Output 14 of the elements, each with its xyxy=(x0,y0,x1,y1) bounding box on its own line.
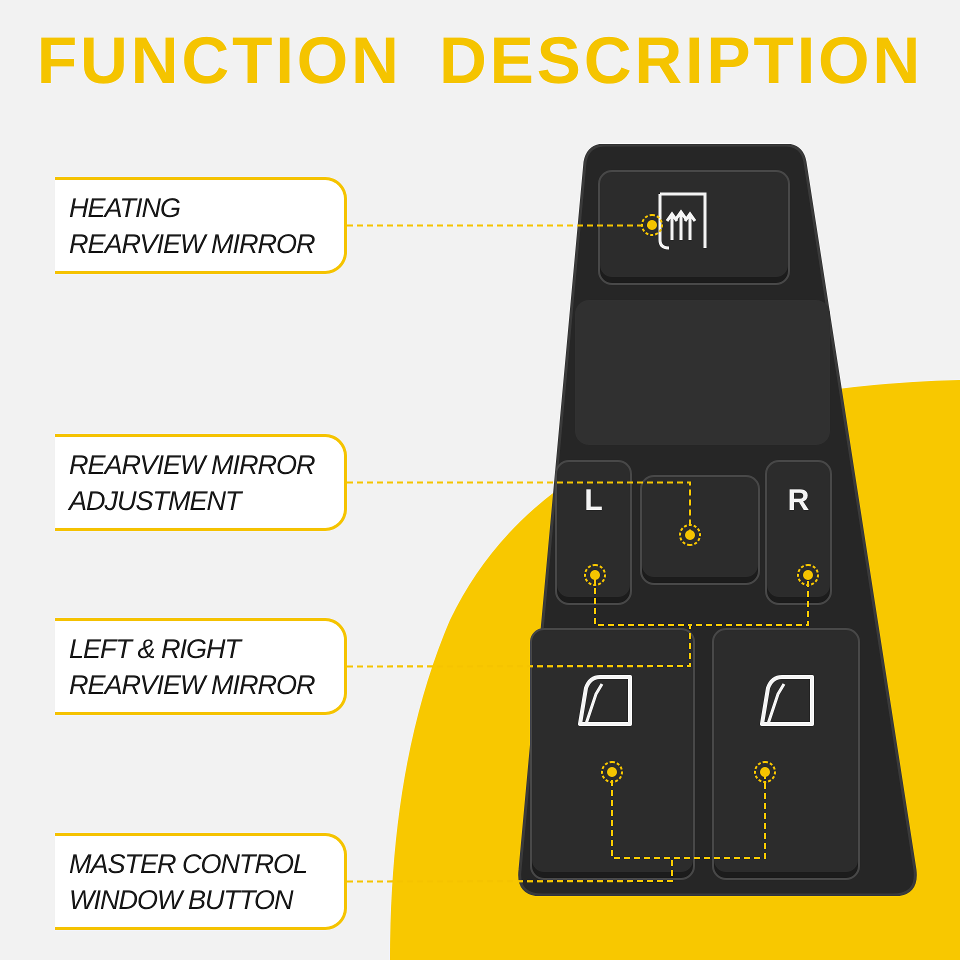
mirror-select-button: L xyxy=(555,460,632,605)
window-switch-button xyxy=(712,628,860,880)
callout-label: MASTER CONTROL WINDOW BUTTON xyxy=(55,833,347,930)
callout-label: REARVIEW MIRROR ADJUSTMENT xyxy=(55,434,347,531)
callout-label: HEATING REARVIEW MIRROR xyxy=(55,177,347,274)
mirror-heating-button xyxy=(598,170,790,285)
leader-line xyxy=(347,214,663,236)
mirror-select-button: R xyxy=(765,460,832,605)
leader-line xyxy=(347,482,701,546)
title: FUNCTION DESCRIPTION xyxy=(36,22,924,98)
callout-label: LEFT & RIGHT REARVIEW MIRROR xyxy=(55,618,347,715)
window-switch-button xyxy=(530,628,695,880)
switch-panel-drawing xyxy=(518,144,918,896)
mirror-joystick xyxy=(640,475,760,585)
